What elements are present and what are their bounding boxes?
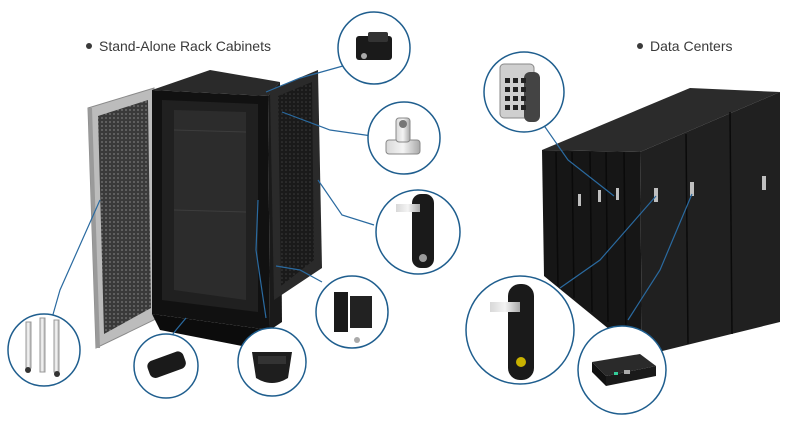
callout-recessed-handle[interactable]	[237, 327, 307, 397]
bullet-icon	[637, 43, 643, 49]
section-label-standalone: Stand-Alone Rack Cabinets	[86, 38, 271, 54]
callout-controller-unit[interactable]	[577, 325, 667, 415]
datacenter-cabinet-row	[542, 88, 780, 356]
keypad-lock-icon	[499, 63, 540, 122]
leader-lines-left	[51, 63, 375, 339]
hinge-pins-icon	[25, 317, 60, 377]
recessed-handle-icon	[252, 352, 292, 383]
callout-cam-lock[interactable]	[367, 101, 441, 175]
cabinet-handle-icon	[356, 32, 392, 60]
standalone-rack-cabinet	[87, 70, 322, 349]
electronic-swing-handle-icon	[490, 284, 534, 380]
cabinet-open-door	[87, 87, 159, 349]
cabinet-door-seams	[555, 111, 733, 345]
section-label-standalone-text: Stand-Alone Rack Cabinets	[99, 38, 271, 54]
callout-swing-handle[interactable]	[375, 189, 461, 275]
callout-flat-handle[interactable]	[133, 333, 199, 399]
swing-handle-icon	[396, 194, 434, 268]
cam-lock-icon	[385, 117, 421, 155]
controller-unit-icon	[592, 354, 656, 386]
callout-hinge-pins[interactable]	[7, 313, 81, 387]
leader-lines-right	[535, 113, 693, 321]
callout-hinge[interactable]	[315, 275, 389, 349]
section-label-datacenters: Data Centers	[637, 38, 732, 54]
cabinet-side-door	[270, 70, 322, 300]
hinge-icon	[334, 292, 372, 343]
cabinet-handles	[578, 176, 766, 206]
callout-keypad-lock[interactable]	[483, 51, 565, 133]
bullet-icon	[86, 43, 92, 49]
flat-handle-icon	[147, 351, 186, 378]
section-label-datacenters-text: Data Centers	[650, 38, 733, 54]
callout-electronic-swing-handle[interactable]	[465, 275, 575, 385]
cabinet-body	[152, 70, 282, 346]
callout-cabinet-handle[interactable]	[337, 11, 411, 85]
